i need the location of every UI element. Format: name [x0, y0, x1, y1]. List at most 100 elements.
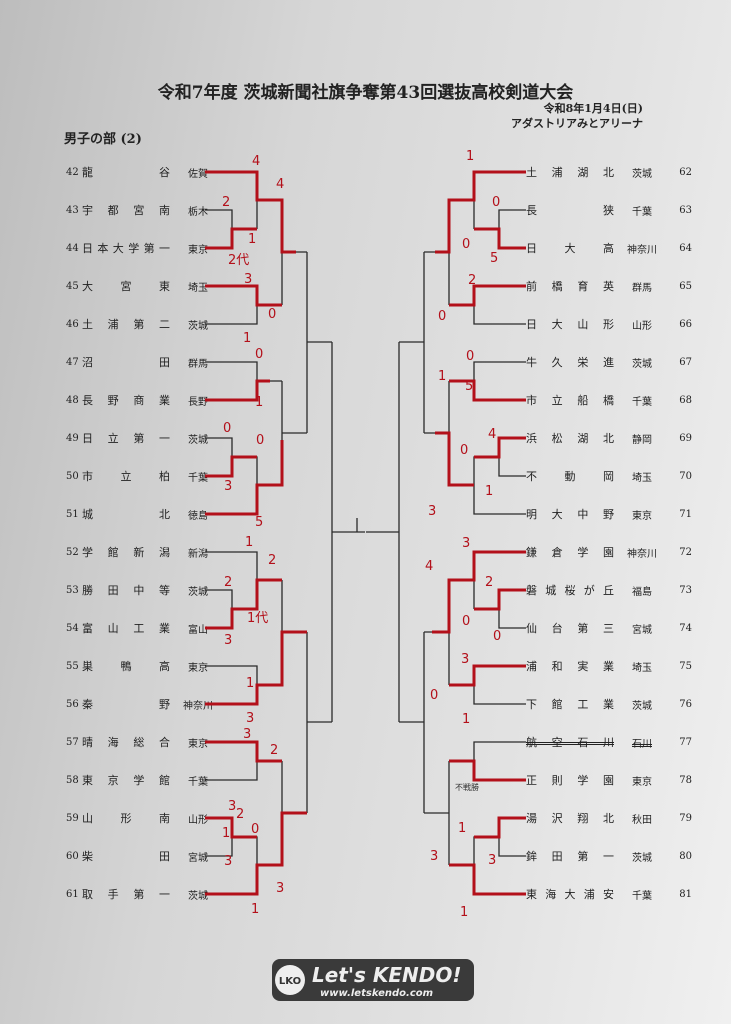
team-num: 74 [679, 622, 692, 634]
score-mark: 1 [251, 902, 259, 917]
team-row: 航空石川 石川 77 [526, 734, 692, 750]
team-pref: 茨城 [188, 434, 208, 446]
team-row: 不動岡 埼玉 70 [526, 468, 692, 484]
score-mark: 1 [460, 905, 468, 920]
score-mark: 0 [430, 688, 438, 703]
team-name: 湯沢翔北 [526, 812, 614, 825]
score-mark: 3 [224, 854, 232, 869]
score-mark: 2 [270, 743, 278, 758]
score-mark: 0 [462, 237, 470, 252]
team-name: 大宮東 [82, 280, 170, 293]
team-pref: 神奈川 [183, 700, 213, 712]
logo-url: www.letskendo.com [320, 988, 433, 999]
score-mark: 1 [246, 676, 254, 691]
team-name: 磐城桜が丘 [526, 584, 614, 597]
team-name: 龍谷 [82, 166, 170, 179]
event-date: 令和8年1月4日(日) [543, 102, 643, 115]
team-num: 63 [679, 204, 692, 216]
score-mark: 3 [428, 504, 436, 519]
team-name: 沼田 [82, 356, 170, 369]
team-name: 航空石川 [526, 736, 614, 749]
handwritten-scores: 44212代3010100351221代31332230113310052010… [222, 149, 501, 920]
team-name: 城北 [82, 508, 170, 521]
score-mark: 2代 [228, 253, 249, 268]
team-pref: 徳島 [188, 510, 208, 522]
team-pref: 茨城 [632, 852, 652, 864]
score-mark: 2 [222, 195, 230, 210]
team-pref: 福島 [632, 586, 652, 598]
document-title: 令和7年度 茨城新聞社旗争奪第43回選抜高校剣道大会 [157, 83, 574, 103]
left-bracket-lines [204, 171, 366, 895]
team-pref: 山形 [188, 814, 208, 826]
score-mark: 3 [244, 272, 252, 287]
team-name: 牛久栄進 [526, 356, 614, 369]
team-num: 59 [66, 812, 79, 824]
score-mark: 1 [458, 821, 466, 836]
team-num: 71 [679, 508, 692, 520]
team-name: 宇都宮南 [82, 204, 170, 217]
team-name: 明大中野 [526, 508, 614, 521]
team-pref: 埼玉 [632, 662, 652, 674]
team-name: 浦和実業 [526, 660, 614, 673]
team-name: 日大山形 [526, 318, 614, 331]
team-num: 77 [679, 736, 692, 748]
score-mark: 1代 [247, 611, 268, 626]
team-num: 78 [679, 774, 692, 786]
score-mark: 0 [460, 443, 468, 458]
team-num: 70 [679, 470, 692, 482]
team-num: 47 [66, 356, 79, 368]
team-pref: 長野 [188, 396, 208, 408]
team-num: 64 [679, 242, 692, 254]
team-name: 柴田 [82, 850, 170, 863]
team-pref: 茨城 [632, 700, 652, 712]
score-mark: 1 [485, 484, 493, 499]
team-pref: 群馬 [632, 282, 652, 294]
team-pref: 神奈川 [627, 548, 657, 560]
team-pref: 石川 [632, 738, 652, 750]
team-name: 土浦第二 [82, 318, 170, 331]
team-pref: 群馬 [188, 358, 208, 370]
bye-note: 不戦勝 [455, 782, 479, 792]
score-mark: 2 [485, 575, 493, 590]
score-mark: 4 [252, 154, 260, 169]
team-pref: 栃木 [188, 206, 208, 218]
score-mark: 0 [466, 349, 474, 364]
team-num: 55 [66, 660, 79, 672]
team-name: 日大高 [526, 242, 614, 255]
team-pref: 秋田 [632, 814, 652, 826]
score-mark: 0 [438, 309, 446, 324]
team-pref: 新潟 [188, 548, 208, 560]
team-num: 48 [66, 394, 79, 406]
winner-paths [205, 170, 526, 896]
team-pref: 神奈川 [627, 244, 657, 256]
team-name: 日本大学第一 [82, 242, 170, 255]
team-pref: 埼玉 [188, 282, 208, 294]
team-name: 富山工業 [82, 622, 170, 635]
team-pref: 埼玉 [632, 472, 652, 484]
team-name: 市立船橋 [526, 394, 614, 407]
team-name: 不動岡 [526, 470, 614, 483]
team-pref: 東京 [632, 776, 652, 788]
team-pref: 茨城 [632, 358, 652, 370]
score-mark: 0 [256, 433, 264, 448]
score-mark: 2 [268, 553, 276, 568]
score-mark: 0 [255, 347, 263, 362]
score-mark: 1 [255, 395, 263, 410]
lets-kendo-logo: LKO Let's KENDO! www.letskendo.com [268, 955, 478, 1005]
team-pref: 静岡 [632, 434, 652, 446]
score-mark: 5 [465, 379, 473, 394]
score-mark: 1 [462, 712, 470, 727]
